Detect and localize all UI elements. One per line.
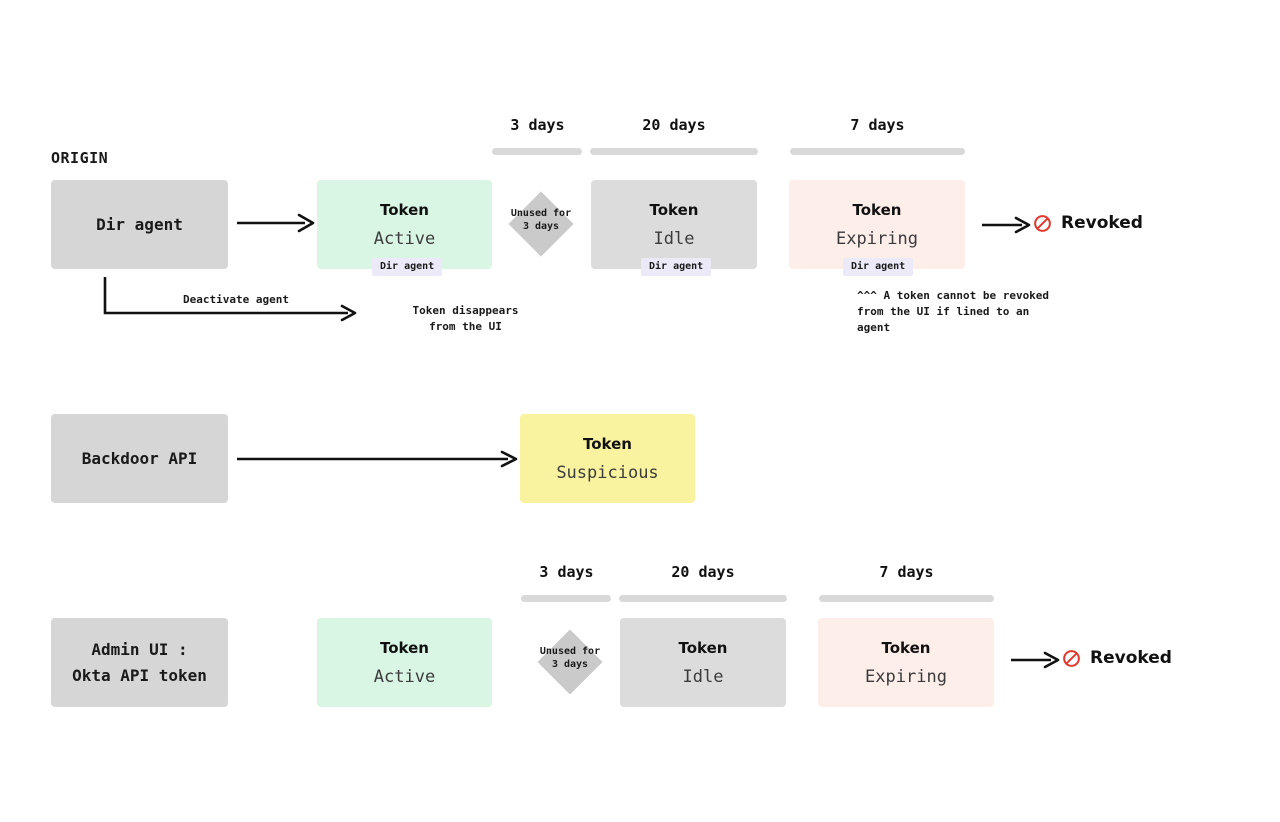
token-title: Token: [649, 200, 699, 219]
terminal-revoked-row3: Revoked: [1062, 648, 1172, 668]
token-state: Suspicious: [556, 462, 659, 483]
token-box-suspicious: Token Suspicious: [520, 414, 695, 503]
arrow-expiring-to-revoked-row3: [1011, 650, 1063, 670]
token-box-expiring: Token Expiring: [789, 180, 965, 269]
prohibition-icon: [1034, 214, 1051, 232]
token-state: Idle: [682, 666, 724, 687]
token-title: Token: [583, 434, 632, 453]
timeline-label-7-days-row3: 7 days: [879, 563, 934, 581]
source-box-backdoor-api: Backdoor API: [51, 414, 228, 503]
branch-result-token-disappears: Token disappears from the UI: [412, 304, 519, 333]
token-state: Active: [373, 666, 436, 687]
timeline-label-3-days: 3 days: [510, 116, 565, 134]
source-box-label: Admin UI : Okta API token: [72, 639, 207, 685]
terminal-revoked-label: Revoked: [1061, 213, 1143, 233]
timeline-bar-7-days: [790, 148, 965, 155]
branch-deactivate-agent: [100, 274, 365, 324]
source-box-admin-ui: Admin UI : Okta API token: [51, 618, 228, 707]
timeline-bar-3-days-row3: [521, 595, 611, 602]
terminal-revoked-row1: Revoked: [1033, 213, 1143, 233]
terminal-revoked-label: Revoked: [1090, 648, 1172, 668]
source-box-dir-agent: Dir agent: [51, 180, 228, 269]
arrow-backdoor-to-suspicious: [237, 449, 521, 469]
token-title: Token: [380, 638, 429, 657]
arrow-source-to-active: [237, 213, 319, 233]
arrow-expiring-to-revoked: [982, 215, 1034, 235]
token-title: Token: [678, 638, 728, 657]
token-title: Token: [380, 200, 429, 219]
branch-label-deactivate-agent: Deactivate agent: [183, 293, 289, 306]
timeline-bar-7-days-row3: [819, 595, 994, 602]
gate-label-row3: Unused for 3 days: [539, 646, 601, 670]
timeline-label-7-days: 7 days: [850, 116, 905, 134]
footnote-revoke-restriction: ^^^ A token cannot be revoked from the U…: [857, 289, 1050, 334]
token-box-idle-row3: Token Idle: [620, 618, 786, 707]
token-state: Expiring: [836, 228, 918, 249]
timeline-label-3-days-row3: 3 days: [539, 563, 594, 581]
timeline-bar-20-days: [590, 148, 758, 155]
timeline-bar-20-days-row3: [619, 595, 787, 602]
token-title: Token: [852, 200, 902, 219]
token-title: Token: [881, 638, 931, 657]
token-state: Expiring: [865, 666, 947, 687]
timeline-label-20-days-row3: 20 days: [671, 563, 735, 581]
source-box-label: Dir agent: [96, 214, 183, 234]
origin-label: ORIGIN: [51, 149, 109, 167]
token-box-active-row3: Token Active: [317, 618, 492, 707]
token-box-active: Token Active: [317, 180, 492, 269]
agent-badge-active: Dir agent: [372, 258, 443, 276]
token-box-idle: Token Idle: [591, 180, 757, 269]
source-box-label: Backdoor API: [81, 448, 198, 468]
prohibition-icon: [1063, 649, 1080, 667]
timeline-bar-3-days: [492, 148, 582, 155]
token-box-expiring-row3: Token Expiring: [818, 618, 994, 707]
gate-label-row1: Unused for 3 days: [510, 208, 572, 232]
token-state: Idle: [653, 228, 695, 249]
agent-badge-idle: Dir agent: [641, 258, 712, 276]
timeline-label-20-days: 20 days: [642, 116, 706, 134]
token-state: Active: [373, 228, 436, 249]
agent-badge-expiring: Dir agent: [843, 258, 914, 276]
